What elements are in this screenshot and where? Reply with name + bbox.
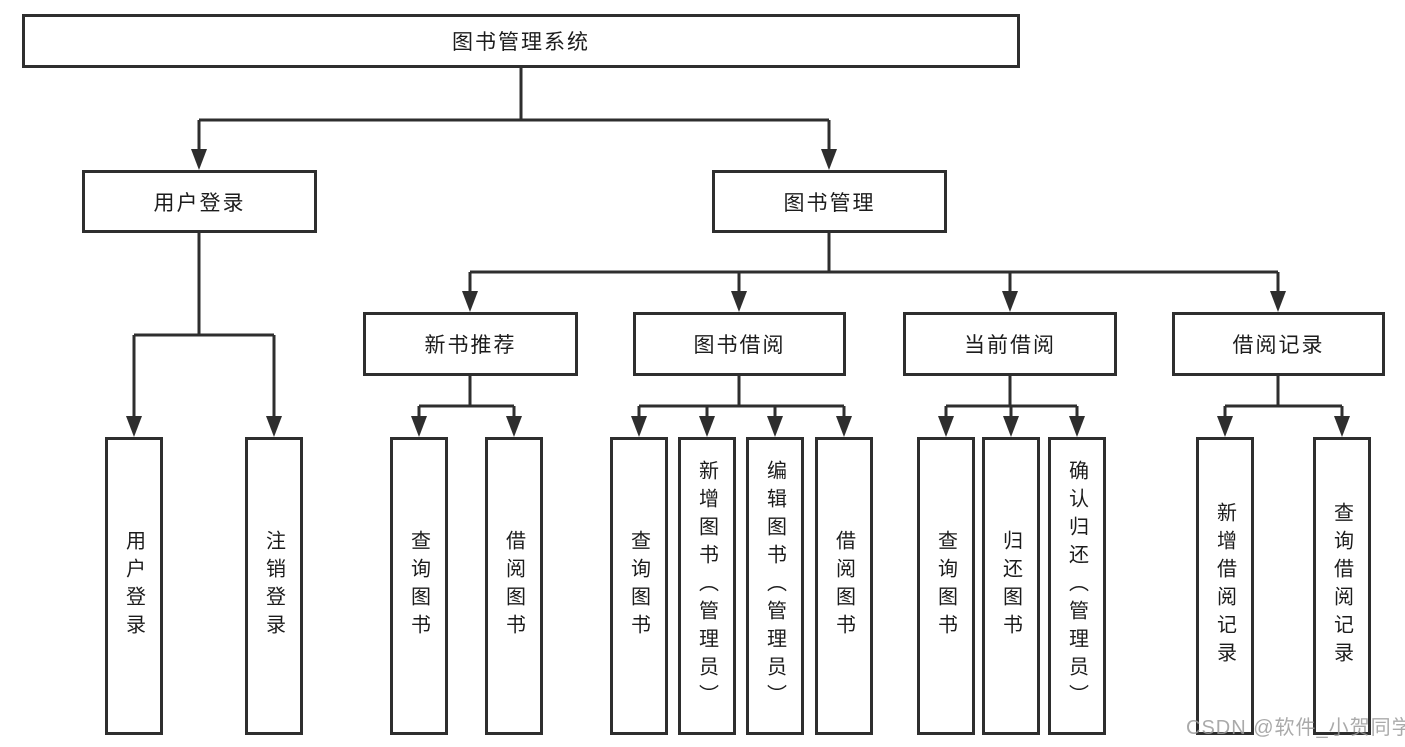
node-library-management-system: 图书管理系统: [22, 14, 1020, 68]
node-book-borrowing: 图书借阅: [633, 312, 846, 376]
leaf-add-books-admin: 新增图书（管理员）: [678, 437, 736, 735]
node-book-management: 图书管理: [712, 170, 947, 233]
node-borrowing-records: 借阅记录: [1172, 312, 1385, 376]
node-current-borrowing: 当前借阅: [903, 312, 1117, 376]
leaf-add-borrow-record: 新增借阅记录: [1196, 437, 1254, 735]
leaf-logout: 注销登录: [245, 437, 303, 735]
node-user-login: 用户登录: [82, 170, 317, 233]
leaf-borrow-books: 借阅图书: [815, 437, 873, 735]
csdn-watermark: CSDN @软件_小贺同学: [1186, 717, 1405, 739]
leaf-borrow-books: 借阅图书: [485, 437, 543, 735]
node-new-book-recommend: 新书推荐: [363, 312, 578, 376]
leaf-query-books: 查询图书: [917, 437, 975, 735]
leaf-query-books: 查询图书: [390, 437, 448, 735]
leaf-return-books: 归还图书: [982, 437, 1040, 735]
leaf-edit-books-admin: 编辑图书（管理员）: [746, 437, 804, 735]
leaf-query-borrow-record: 查询借阅记录: [1313, 437, 1371, 735]
leaf-confirm-return-admin: 确认归还（管理员）: [1048, 437, 1106, 735]
leaf-query-books: 查询图书: [610, 437, 668, 735]
leaf-user-login: 用户登录: [105, 437, 163, 735]
